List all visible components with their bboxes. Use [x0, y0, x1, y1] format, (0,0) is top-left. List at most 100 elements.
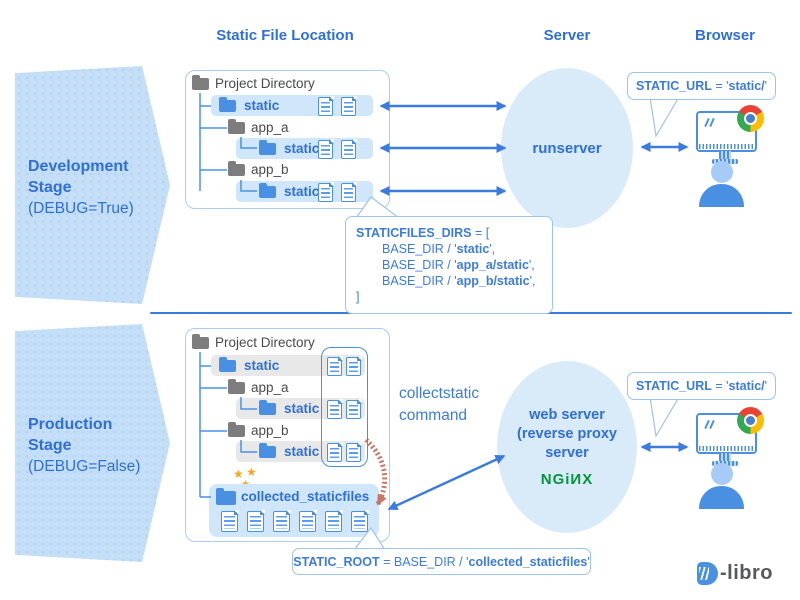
- screen-glare: [709, 117, 715, 128]
- folder-icon: [192, 333, 209, 349]
- file-icon: [299, 510, 317, 532]
- monitor-stand: [719, 151, 731, 159]
- file-icon: [346, 356, 362, 376]
- folder-icon: [228, 118, 245, 134]
- folder-icon: [219, 96, 236, 112]
- quote: ': [587, 554, 590, 569]
- static-url-value: static/: [728, 379, 765, 393]
- prod-app-b-label: app_b: [251, 423, 289, 438]
- d-libro-icon: [697, 562, 718, 585]
- prod-app-a-static-label: static: [284, 401, 320, 416]
- development-stage-label: Development Stage (DEBUG=True): [28, 156, 168, 219]
- file-icon: [318, 96, 334, 116]
- static-url-equals: =: [711, 379, 727, 393]
- entry-suffix: ',: [528, 258, 535, 272]
- prod-root-label: Project Directory: [215, 335, 315, 350]
- staticfiles-dirs-close-line: ]: [356, 289, 542, 305]
- person-icon: [711, 161, 733, 183]
- folder-icon: [259, 139, 276, 155]
- dev-app-b-label: app_b: [251, 162, 289, 177]
- entry-prefix: BASE_DIR / ': [382, 274, 457, 288]
- entry-prefix: BASE_DIR / ': [382, 242, 457, 256]
- prod-server-ellipse: web server (reverse proxy server NGiИX: [497, 361, 637, 533]
- quote: ': [466, 554, 469, 569]
- screen-bar: [699, 144, 754, 149]
- screen-glare: [709, 419, 715, 430]
- collectstatic-line2: command: [399, 407, 468, 424]
- dev-static-label: static: [244, 98, 280, 113]
- entry-value: app_a/static: [456, 258, 529, 272]
- production-stage-shape: [15, 324, 170, 562]
- entry-suffix: ',: [489, 242, 496, 256]
- person-icon: [711, 463, 733, 485]
- dev-server-ellipse: runserver: [501, 68, 633, 228]
- collectstatic-line1: collectstatic: [399, 385, 480, 402]
- static-root-mid: = BASE_DIR /: [379, 554, 467, 569]
- folder-icon: [228, 421, 245, 437]
- file-icon: [341, 182, 357, 202]
- folder-icon: [192, 74, 209, 90]
- d-libro-logo: -libro: [697, 562, 773, 585]
- production-stage-label: Production Stage (DEBUG=False): [28, 414, 168, 477]
- person-body: [699, 184, 744, 207]
- static-root-callout: STATIC_ROOT = BASE_DIR / 'collected_stat…: [292, 548, 591, 575]
- file-icon: [318, 139, 334, 159]
- staticfiles-dirs-close: ]: [356, 290, 360, 304]
- header-browser: Browser: [694, 27, 756, 44]
- runserver-label: runserver: [532, 139, 602, 157]
- header-static-file-location: Static File Location: [216, 27, 354, 44]
- dev-static-url-tail: [649, 96, 681, 138]
- static-url-keyword: STATIC_URL: [635, 79, 712, 93]
- staticfiles-dirs-open-line: STATICFILES_DIRS = [: [356, 225, 542, 241]
- production-title-line2: Stage: [28, 437, 72, 454]
- static-url-equals: =: [711, 79, 727, 93]
- file-icon: [351, 510, 369, 532]
- prod-app-b-static-label: static: [284, 444, 320, 459]
- static-url-value: static/: [728, 79, 765, 93]
- staticfiles-dirs-entry: BASE_DIR / 'static',: [356, 241, 542, 257]
- collect-files-outline: [321, 347, 368, 467]
- file-icon: [318, 182, 334, 202]
- file-icon: [341, 96, 357, 116]
- file-icon: [221, 510, 239, 532]
- file-icon: [346, 442, 362, 462]
- chrome-icon: [737, 105, 764, 132]
- collected-to-webserver-arrow: [387, 454, 506, 511]
- development-subtitle: (DEBUG=True): [28, 200, 134, 217]
- file-icon: [273, 510, 291, 532]
- quote: ': [726, 379, 729, 393]
- entry-prefix: BASE_DIR / ': [382, 258, 457, 272]
- file-icon: [247, 510, 265, 532]
- static-root-keyword: STATIC_ROOT: [293, 554, 380, 569]
- dev-root-label: Project Directory: [215, 76, 315, 91]
- folder-icon: [259, 442, 276, 458]
- staticfiles-dirs-bracket: = [: [471, 226, 490, 240]
- prod-static-label: static: [244, 358, 280, 373]
- staticfiles-dirs-keyword: STATICFILES_DIRS: [356, 226, 472, 240]
- production-subtitle: (DEBUG=False): [28, 458, 141, 475]
- file-icon: [341, 139, 357, 159]
- folder-icon: [228, 378, 245, 394]
- staticfiles-dirs-entry: BASE_DIR / 'app_b/static',: [356, 273, 542, 289]
- quote: ': [764, 79, 768, 93]
- entry-value: static: [456, 242, 490, 256]
- staticfiles-dirs-callout: STATICFILES_DIRS = [ BASE_DIR / 'static'…: [345, 216, 553, 314]
- folder-icon: [228, 160, 245, 176]
- prod-app-a-label: app_a: [251, 380, 289, 395]
- dev-app-b-static-label: static: [284, 184, 320, 199]
- monitor-stand: [719, 453, 731, 461]
- collectstatic-command-label: collectstatic command: [399, 383, 479, 427]
- web-server-line3: server: [545, 445, 589, 461]
- person-body: [699, 486, 744, 509]
- nginx-logo: NGiИX: [540, 471, 594, 488]
- screen-bar: [699, 446, 754, 451]
- file-icon: [327, 399, 343, 419]
- file-icon: [325, 510, 343, 532]
- prod-static-url-tail: [649, 396, 681, 438]
- dev-app-a-static-label: static: [284, 141, 320, 156]
- quote: ': [764, 379, 768, 393]
- dev-static-url-callout: STATIC_URL = 'static/': [627, 72, 776, 100]
- prod-static-url-callout: STATIC_URL = 'static/': [627, 372, 776, 400]
- development-title-line1: Development: [28, 158, 129, 175]
- file-icon: [346, 399, 362, 419]
